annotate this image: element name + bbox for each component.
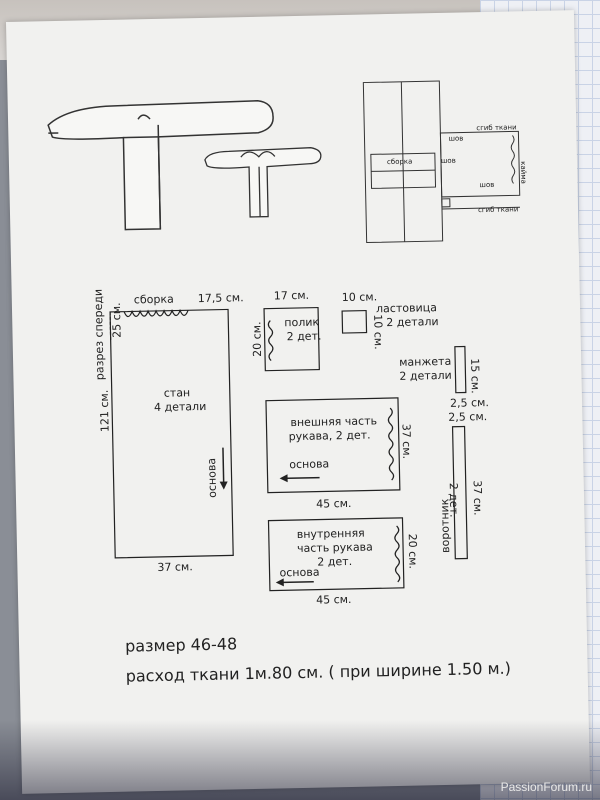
stan-bottom-width: 37 см.: [157, 560, 193, 574]
outer-sleeve-name2: рукава, 2 дет.: [289, 428, 371, 443]
stan-length: 121 см.: [98, 390, 112, 433]
stan-piece: [109, 308, 234, 559]
cuff-count: 2 детали: [399, 369, 451, 383]
inner-sleeve-width: 45 см.: [316, 593, 352, 607]
stan-front-slit: разрез спереди: [92, 289, 107, 380]
outer-sleeve-grain-arrow: [281, 476, 320, 480]
gusset-piece: [341, 309, 368, 334]
garment-illustration-large: [47, 100, 274, 231]
collar-count: 2 дет.: [447, 483, 461, 518]
cuff-piece: [454, 345, 467, 394]
consumption-text: расход ткани 1м.80 см. ( при ширине 1.50…: [126, 659, 512, 686]
stan-grain-arrow: [222, 447, 225, 488]
outer-sleeve-height: 37 см.: [399, 424, 413, 460]
stan-count: 4 детали: [154, 400, 206, 414]
polik-count: 2 дет.: [286, 329, 321, 343]
fabric-layout-diagram: [362, 80, 521, 244]
stan-slit-length: 25 см.: [110, 302, 124, 338]
inner-sleeve-name: внутренняя: [297, 527, 365, 541]
layout-labels: сгиб ткани сгиб ткани сборка шов шов шов…: [387, 123, 528, 214]
collar-piece: [451, 425, 468, 560]
inner-sleeve-name2: часть рукава: [297, 540, 373, 555]
gusset-width: 10 см.: [342, 290, 378, 304]
gusset-height: 10 см.: [371, 314, 385, 350]
stan-gather-label: сборка: [134, 293, 174, 307]
pattern-drawing: сгиб ткани сгиб ткани сборка шов шов шов…: [47, 80, 528, 686]
collar-name: воротник: [438, 498, 452, 553]
inner-sleeve-grain: основа: [279, 566, 319, 580]
shadow-overlay: [0, 720, 600, 800]
seam-label-3: шов: [441, 157, 456, 165]
collar-length: 37 см.: [471, 480, 485, 516]
gusset-count: 2 детали: [386, 315, 438, 329]
inner-sleeve-arrowhead: [275, 578, 284, 587]
outer-sleeve-arrowhead: [279, 474, 288, 483]
cuff-width: 2,5 см.: [450, 396, 489, 410]
garment-illustration-small: [204, 147, 322, 218]
seam-label-1: шов: [448, 134, 463, 142]
outer-sleeve-piece: [265, 397, 401, 494]
outer-sleeve-width: 45 см.: [316, 497, 352, 511]
inner-sleeve-count: 2 дет.: [317, 555, 352, 569]
collar-width: 2,5 см.: [448, 410, 487, 424]
outer-sleeve-grain: основа: [289, 457, 329, 471]
outer-sleeve-name: внешняя часть: [290, 414, 377, 429]
size-text: размер 46-48: [125, 634, 237, 655]
inner-sleeve-piece: [267, 517, 405, 592]
polik-height: 20 см.: [250, 321, 264, 357]
gusset-name: ластовица: [376, 301, 437, 315]
fold-top-label: сгиб ткани: [476, 123, 517, 132]
polik-piece: [263, 306, 320, 372]
polik-name: полик: [284, 316, 319, 330]
stan-name: стан: [164, 386, 191, 400]
fold-bottom-label: сгиб ткани: [478, 205, 519, 214]
cuff-length: 15 см.: [468, 358, 482, 394]
stan-top-width: 17,5 см.: [198, 291, 244, 305]
pattern-sheet: сгиб ткани сгиб ткани сборка шов шов шов…: [5, 10, 591, 794]
cuff-name: манжета: [399, 355, 451, 369]
watermark: PassionForum.ru: [500, 780, 592, 794]
layout-gather-label: сборка: [387, 158, 413, 167]
stan-grain-arrowhead: [219, 481, 228, 490]
inner-sleeve-height: 20 см.: [406, 533, 420, 569]
stan-grain: основа: [205, 458, 219, 498]
edge-label: кайма: [519, 161, 527, 184]
polik-width: 17 см.: [274, 289, 310, 303]
seam-label-2: шов: [479, 181, 494, 189]
